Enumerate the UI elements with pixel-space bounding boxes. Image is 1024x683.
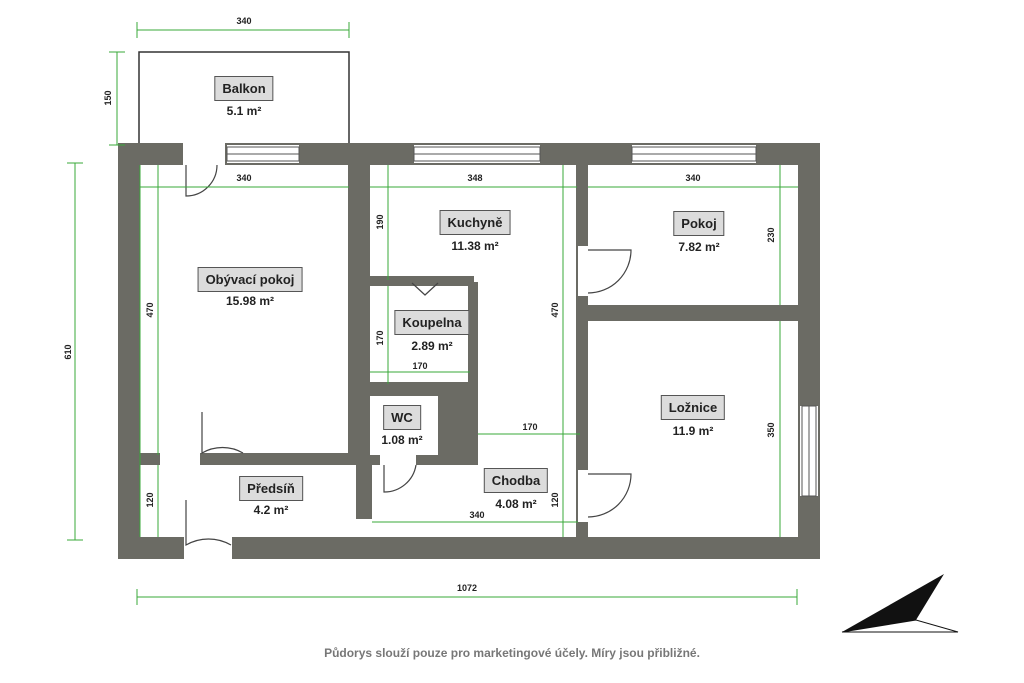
room-area-wc: 1.08 m² [381, 433, 423, 447]
dim-kuchyne-height: 470 [550, 302, 560, 318]
dim-kuchyne-height-upper: 190 [375, 214, 385, 230]
dim-koupelna-height: 170 [375, 330, 385, 346]
walls [118, 143, 820, 559]
room-area-koupelna: 2.89 m² [411, 339, 453, 353]
dim-total-height: 610 [63, 344, 73, 360]
room-area-balkon: 5.1 m² [226, 104, 262, 118]
room-label-chodba: Chodba [483, 468, 549, 493]
room-label-obyvaci-pokoj: Obývací pokoj [197, 267, 303, 292]
dim-chodba-gap-width: 170 [522, 422, 538, 432]
room-label-pokoj: Pokoj [673, 211, 725, 236]
dim-chodba-height: 120 [550, 492, 560, 508]
room-area-loznice: 11.9 m² [672, 424, 714, 438]
room-area-obyvaci-pokoj: 15.98 m² [225, 294, 275, 308]
windows [226, 146, 817, 497]
doors [185, 164, 632, 547]
openings [160, 143, 818, 559]
room-label-predsin: Předsíň [239, 476, 303, 501]
disclaimer-text: Půdorys slouží pouze pro marketingové úč… [324, 646, 700, 660]
room-area-pokoj: 7.82 m² [678, 240, 720, 254]
dim-balkon-depth: 150 [103, 90, 113, 106]
room-label-balkon: Balkon [214, 76, 274, 101]
room-label-koupelna: Koupelna [394, 310, 470, 335]
dim-pokoj-width: 340 [685, 173, 701, 183]
north-arrow-icon [841, 574, 959, 633]
room-area-predsin: 4.2 m² [253, 503, 289, 517]
dim-loznice-height: 350 [766, 422, 776, 438]
room-label-kuchyne: Kuchyně [439, 210, 511, 235]
room-area-chodba: 4.08 m² [495, 497, 537, 511]
room-area-kuchyne: 11.38 m² [451, 239, 499, 253]
dim-obyvaci-width: 340 [236, 173, 252, 183]
dim-pokoj-height: 230 [766, 227, 776, 243]
dim-predsin-height: 120 [145, 492, 155, 508]
dim-obyvaci-height: 470 [145, 302, 155, 318]
room-label-loznice: Ložnice [660, 395, 726, 420]
dim-balkon-width: 340 [236, 16, 252, 26]
dim-koupelna-width: 170 [412, 361, 428, 371]
dimension-lines [67, 22, 798, 605]
dim-total-width: 1072 [456, 583, 478, 593]
dim-kuchyne-width: 348 [467, 173, 483, 183]
dim-chodba-width: 340 [469, 510, 485, 520]
room-label-wc: WC [383, 405, 421, 430]
